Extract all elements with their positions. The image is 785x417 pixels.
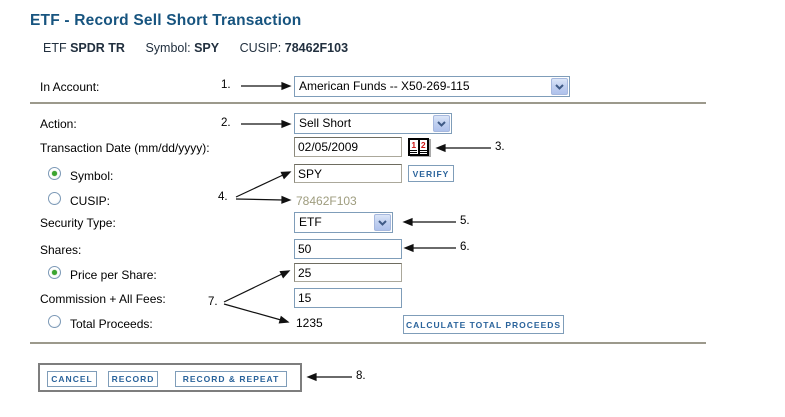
- symbol-input[interactable]: [294, 164, 402, 183]
- price-per-share-label[interactable]: Price per Share:: [70, 268, 157, 282]
- cusip-radio[interactable]: [48, 192, 61, 205]
- transaction-date-label: Transaction Date (mm/dd/yyyy):: [40, 141, 210, 155]
- annotation-8: 8.: [356, 370, 366, 382]
- in-account-selected-value: American Funds -- X50-269-115: [299, 79, 470, 93]
- security-cusip-group: CUSIP: 78462F103: [240, 41, 348, 55]
- button-group: CANCEL RECORD RECORD & REPEAT: [38, 363, 302, 392]
- chevron-down-icon[interactable]: [551, 78, 568, 95]
- security-type-select[interactable]: ETF: [294, 212, 393, 233]
- price-per-share-radio[interactable]: [48, 266, 61, 279]
- cusip-header-label: CUSIP:: [239, 41, 282, 55]
- in-account-select[interactable]: American Funds -- X50-269-115: [294, 76, 570, 97]
- annotation-1: 1.: [221, 79, 231, 91]
- total-proceeds-label[interactable]: Total Proceeds:: [70, 317, 153, 331]
- action-label: Action:: [40, 117, 77, 131]
- action-select[interactable]: Sell Short: [294, 113, 452, 134]
- security-header: ETF SPDR TR Symbol: SPY CUSIP: 78462F103: [43, 41, 365, 55]
- symbol-radio[interactable]: [48, 167, 61, 180]
- cusip-radio-label[interactable]: CUSIP:: [70, 194, 111, 208]
- security-name-group: ETF SPDR TR: [43, 41, 125, 55]
- record-and-repeat-button[interactable]: RECORD & REPEAT: [175, 371, 287, 387]
- chevron-down-icon[interactable]: [374, 214, 391, 231]
- total-proceeds-value: 1235: [296, 316, 323, 330]
- divider: [30, 342, 706, 344]
- record-button[interactable]: RECORD: [108, 371, 158, 387]
- page-title: ETF - Record Sell Short Transaction: [30, 12, 302, 29]
- security-type-label: Security Type:: [40, 216, 116, 230]
- cusip-header-value: 78462F103: [284, 41, 349, 55]
- verify-button[interactable]: VERIFY: [408, 165, 454, 182]
- annotation-4: 4.: [218, 191, 228, 203]
- symbol-header-value: SPY: [194, 41, 220, 55]
- calendar-digit-2: 2: [420, 139, 426, 150]
- in-account-label: In Account:: [40, 80, 100, 94]
- shares-input[interactable]: [294, 239, 402, 259]
- annotation-2: 2.: [221, 117, 231, 129]
- symbol-header-label: Symbol:: [145, 41, 191, 55]
- total-proceeds-radio[interactable]: [48, 315, 61, 328]
- divider: [30, 102, 706, 104]
- commission-label: Commission + All Fees:: [40, 292, 166, 306]
- etf-label: ETF: [43, 41, 67, 55]
- etf-name: SPDR TR: [70, 41, 125, 55]
- symbol-radio-label[interactable]: Symbol:: [70, 169, 114, 183]
- calendar-icon-left-page: 1: [410, 140, 418, 154]
- action-selected-value: Sell Short: [299, 116, 352, 130]
- transaction-date-input[interactable]: [294, 137, 402, 157]
- security-type-selected-value: ETF: [299, 215, 322, 229]
- commission-input[interactable]: [294, 288, 402, 308]
- security-symbol-group: Symbol: SPY: [145, 41, 219, 55]
- annotation-6: 6.: [460, 241, 470, 253]
- chevron-down-icon[interactable]: [433, 115, 450, 132]
- cancel-button[interactable]: CANCEL: [47, 371, 97, 387]
- calendar-icon-right-page: 2: [417, 139, 428, 154]
- annotation-7: 7.: [208, 296, 218, 308]
- annotation-5: 5.: [460, 215, 470, 227]
- annotation-3: 3.: [495, 141, 505, 153]
- cusip-value: 78462F103: [296, 194, 357, 208]
- calendar-icon[interactable]: 1 2: [408, 138, 429, 156]
- calculate-total-proceeds-button[interactable]: CALCULATE TOTAL PROCEEDS: [403, 315, 564, 334]
- price-per-share-input[interactable]: [294, 263, 402, 282]
- shares-label: Shares:: [40, 243, 82, 257]
- calendar-digit-1: 1: [411, 139, 417, 150]
